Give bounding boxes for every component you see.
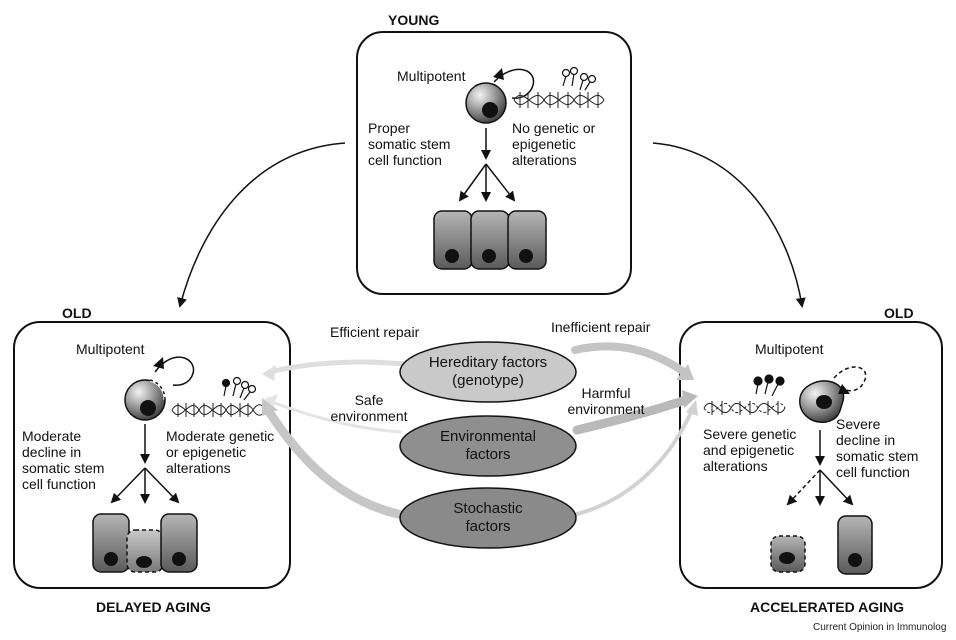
old-left-left-text-line: Moderate <box>22 428 82 444</box>
environmental-factors-label: Environmental factors <box>400 428 576 464</box>
old-left-multipotent-label: Multipotent <box>76 341 145 357</box>
young-to-old-right-arrow <box>652 142 806 308</box>
inefficient-repair-label: Inefficient repair <box>551 319 651 335</box>
young-differentiated-cells <box>433 210 547 270</box>
old-right-nucleus-icon <box>816 395 832 409</box>
old-left-left-text: Moderate decline in somatic stem cell fu… <box>22 428 104 492</box>
hereditary-factors-line: (genotype) <box>452 372 524 389</box>
old-left-left-text-line: cell function <box>22 476 96 492</box>
stochastic-factors-line: Stochastic <box>453 500 523 517</box>
old-right-lollipops-icon <box>753 374 785 397</box>
old-right-header: OLD <box>884 305 914 321</box>
old-right-left-text-line: alterations <box>703 458 768 474</box>
old-right-right-text-line: decline in <box>836 432 896 448</box>
young-nucleus-icon <box>482 102 498 118</box>
old-right-dna-helix-icon <box>703 401 786 415</box>
young-left-text: Proper somatic stem cell function <box>368 120 450 168</box>
hereditary-to-right-arrow <box>571 342 688 376</box>
accelerated-aging-label: ACCELERATED AGING <box>750 599 904 615</box>
journal-credit: Current Opinion in Immunolog <box>813 622 947 633</box>
environmental-factors-line: factors <box>465 446 511 463</box>
stochastic-factors-label: Stochastic factors <box>400 500 576 536</box>
old-right-left-text-line: and epigenetic <box>703 442 795 458</box>
young-to-old-left-arrow <box>177 142 346 308</box>
old-left-nucleus-icon <box>140 400 156 416</box>
old-left-right-text-line: or epigenetic <box>166 444 247 460</box>
old-left-self-renewal-arrow <box>154 356 195 386</box>
environmental-factors-ellipse <box>399 415 577 477</box>
old-right-branch-arrows <box>786 469 854 506</box>
old-left-left-text-line: somatic stem <box>22 460 105 476</box>
stochastic-to-right-arrow <box>575 408 694 516</box>
young-left-text-line: cell function <box>368 152 442 168</box>
hereditary-to-left-arrow <box>267 359 408 375</box>
old-right-panel <box>679 321 943 589</box>
old-right-left-text-line: Severe genetic <box>703 426 797 442</box>
stochastic-to-left-arrow <box>263 405 403 519</box>
young-left-text-line: somatic stem <box>368 136 451 152</box>
old-left-right-text: Moderate genetic or epigenetic alteratio… <box>166 428 274 476</box>
environmental-to-right-arrow <box>572 395 691 435</box>
harmful-environment-label: Harmful environment <box>566 385 646 417</box>
young-right-text-line: epigenetic <box>512 136 576 152</box>
environmental-to-left-arrow <box>270 400 402 434</box>
old-right-left-text: Severe genetic and epigenetic alteration… <box>703 426 796 474</box>
safe-environment-label: Safe environment <box>330 392 408 424</box>
young-right-text: No genetic or epigenetic alterations <box>512 120 595 168</box>
stochastic-factors-ellipse <box>399 487 577 549</box>
stochastic-factors-line: factors <box>465 518 511 535</box>
old-left-right-text-line: alterations <box>166 460 231 476</box>
efficient-repair-label: Efficient repair <box>330 324 420 340</box>
old-right-right-text-line: Severe <box>836 416 881 432</box>
old-right-right-text: Severe decline in somatic stem cell func… <box>836 416 918 480</box>
harmful-environment-line: Harmful <box>581 385 631 401</box>
old-left-panel <box>13 321 291 589</box>
old-right-right-text-line: somatic stem <box>836 448 919 464</box>
old-right-multipotent-label: Multipotent <box>755 341 824 357</box>
young-right-text-line: No genetic or <box>512 120 596 136</box>
young-header: YOUNG <box>388 12 440 28</box>
old-left-header: OLD <box>62 305 92 321</box>
young-branch-arrows <box>458 163 516 202</box>
young-right-text-line: alterations <box>512 152 577 168</box>
old-right-right-text-line: cell function <box>836 464 910 480</box>
safe-environment-line: Safe <box>354 392 384 408</box>
old-left-branch-arrows <box>110 467 180 504</box>
young-stem-cell-icon <box>465 82 507 124</box>
young-self-renewal-arrowhead <box>493 68 504 80</box>
old-right-differentiated-cells <box>770 515 873 575</box>
hereditary-factors-label: Hereditary factors (genotype) <box>400 354 576 390</box>
young-multipotent-label: Multipotent <box>397 68 466 84</box>
young-left-text-line: Proper <box>368 120 411 136</box>
hereditary-factors-ellipse <box>399 341 577 403</box>
old-left-lollipops-icon <box>221 376 257 401</box>
delayed-aging-label: DELAYED AGING <box>96 599 211 615</box>
old-left-right-text-line: Moderate genetic <box>166 428 275 444</box>
young-open-lollipops-icon <box>561 66 597 91</box>
old-left-differentiated-cells <box>92 513 198 573</box>
harmful-environment-line: environment <box>567 401 645 417</box>
safe-environment-line: environment <box>330 408 408 424</box>
old-left-dna-helix-icon <box>171 403 267 417</box>
environmental-factors-line: Environmental <box>440 428 536 445</box>
hereditary-factors-line: Hereditary factors <box>428 354 548 371</box>
factor-arrows <box>262 342 698 519</box>
old-right-self-renewal-arrow <box>833 366 867 392</box>
young-self-renewal-arrow <box>493 68 535 99</box>
young-dna-helix-icon <box>513 92 605 108</box>
old-left-left-text-line: decline in <box>22 444 82 460</box>
